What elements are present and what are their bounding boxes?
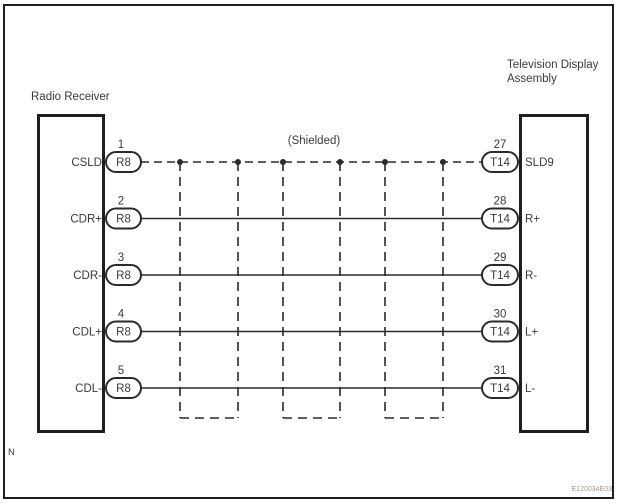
- left-pin-terminal: [105, 377, 142, 399]
- wire-row-cdr-plus: CDR+ 2 R8 28 T14 R+: [70, 196, 540, 230]
- wire-row-cdr-minus: CDR- 3 R8 29 T14 R-: [73, 252, 537, 286]
- left-wire-label: CSLD: [71, 157, 102, 169]
- left-wire-label: CDL-: [75, 383, 102, 395]
- shield-junction-dot: [382, 159, 388, 165]
- right-pin-terminal: [481, 320, 519, 343]
- left-pin-number: 1: [118, 139, 124, 151]
- right-connector-code: T14: [490, 214, 510, 226]
- left-pin-terminal: [105, 320, 142, 343]
- shield-junction-dot: [280, 159, 286, 165]
- left-wire-label: CDR+: [70, 214, 102, 226]
- right-wire-label: L-: [525, 383, 535, 395]
- left-pin-terminal: [105, 264, 142, 286]
- right-pin-number: 27: [494, 139, 507, 151]
- right-connector-code: T14: [490, 383, 510, 395]
- right-pin-number: 29: [494, 252, 507, 264]
- left-connector-code: R8: [116, 270, 131, 282]
- right-wire-label: R-: [525, 270, 537, 282]
- left-connector-code: R8: [116, 214, 131, 226]
- left-pin-number: 2: [118, 196, 124, 208]
- right-component-title-line1: Television Display: [507, 59, 599, 71]
- right-pin-number: 30: [494, 309, 507, 321]
- right-pin-terminal: [481, 207, 519, 230]
- shield-label: (Shielded): [288, 135, 341, 147]
- right-pin-terminal: [481, 151, 519, 173]
- left-connector-code: R8: [116, 327, 131, 339]
- right-wire-label: L+: [525, 327, 538, 339]
- left-pin-terminal: [105, 207, 142, 230]
- left-wire-label: CDR-: [73, 270, 102, 282]
- left-pin-number: 3: [118, 252, 124, 264]
- right-connector-code: T14: [490, 157, 510, 169]
- left-connector-body: [37, 114, 105, 433]
- right-pin-number: 31: [494, 365, 507, 377]
- diagram-border: [3, 4, 614, 499]
- left-pin-number: 5: [118, 365, 124, 377]
- right-connector-body: [519, 114, 589, 433]
- right-connector-code: T14: [490, 327, 510, 339]
- wire-row-csld: CSLD 1 R8 27 T14 SLD9: [71, 139, 554, 173]
- right-component-title-line2: Assembly: [507, 73, 557, 85]
- right-pin-terminal: [481, 264, 519, 286]
- right-connector-code: T14: [490, 270, 510, 282]
- left-pin-terminal: [105, 151, 142, 173]
- left-connector-code: R8: [116, 157, 131, 169]
- left-pin-number: 4: [118, 309, 125, 321]
- left-connector-code: R8: [116, 383, 131, 395]
- shield-enclosure: (Shielded): [177, 135, 446, 419]
- right-wire-label: R+: [525, 214, 540, 226]
- wire-row-cdl-plus: CDL+ 4 R8 30 T14 L+: [72, 309, 538, 343]
- right-pin-terminal: [481, 377, 519, 399]
- note-marker: N: [8, 447, 15, 458]
- figure-code: E120034E03: [572, 486, 613, 493]
- right-wire-label: SLD9: [525, 157, 554, 169]
- left-wire-label: CDL+: [72, 327, 102, 339]
- left-component-title: Radio Receiver: [31, 91, 110, 103]
- wire-row-cdl-minus: CDL- 5 R8 31 T14 L-: [75, 365, 535, 399]
- right-pin-number: 28: [494, 196, 507, 208]
